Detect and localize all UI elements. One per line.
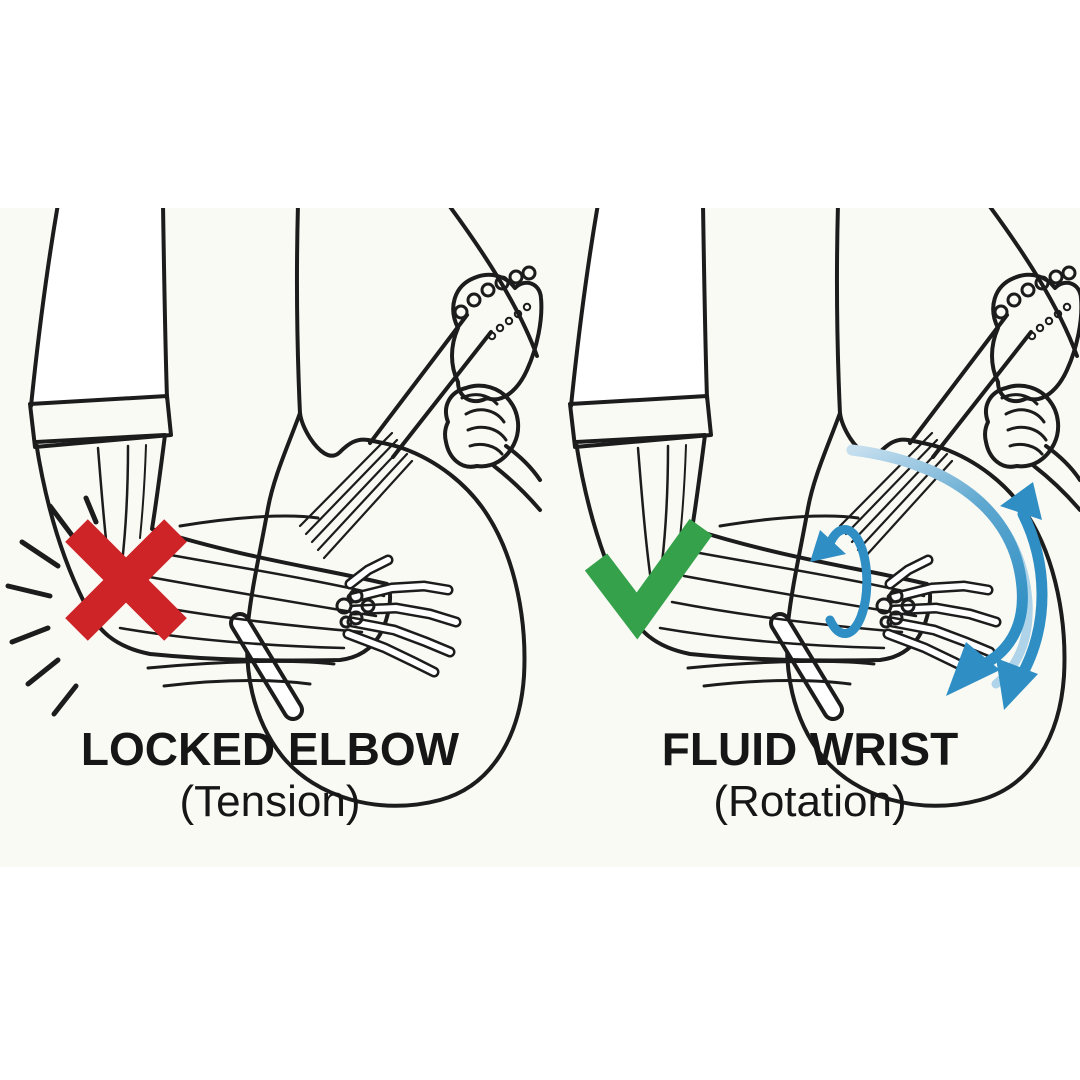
panel-subtitle: (Tension) <box>179 777 361 826</box>
x-icon <box>65 519 187 641</box>
caption-fluid-wrist: FLUID WRIST (Rotation) <box>540 722 1080 828</box>
strum-arc-icons <box>846 444 1048 710</box>
check-icon <box>584 518 713 640</box>
panel-subtitle: (Rotation) <box>713 777 907 826</box>
panel-title: FLUID WRIST <box>661 723 959 775</box>
wrist-rotation-arrow-icon <box>810 525 872 638</box>
impact-lines <box>5 495 99 717</box>
panel-title: LOCKED ELBOW <box>80 723 460 775</box>
caption-locked-elbow: LOCKED ELBOW (Tension) <box>0 722 540 828</box>
